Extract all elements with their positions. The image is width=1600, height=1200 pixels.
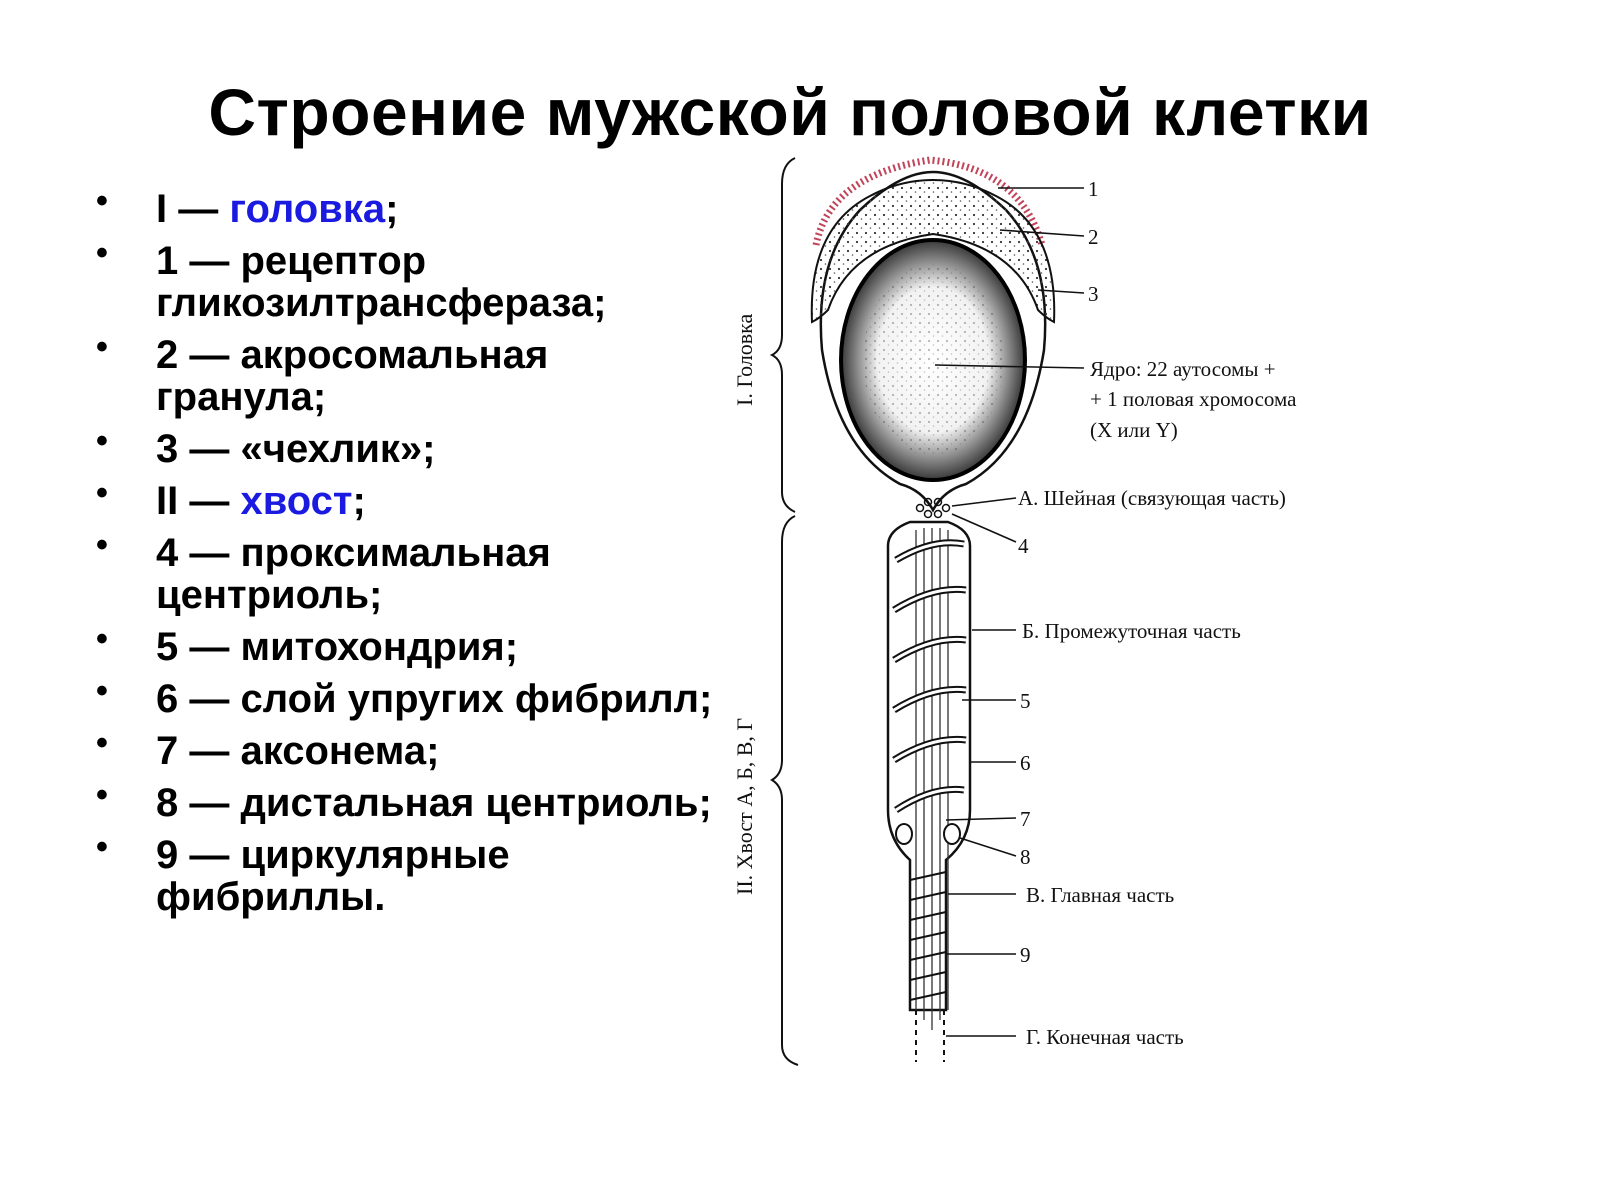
- item-text: 9 — циркулярные фибриллы.: [156, 833, 510, 919]
- label-9: 9: [1020, 943, 1031, 967]
- label-principal-piece: В. Главная часть: [1026, 883, 1174, 907]
- list-item: II — хвост;: [96, 472, 716, 523]
- label-middle-piece: Б. Промежуточная часть: [1022, 619, 1241, 643]
- label-5: 5: [1020, 689, 1031, 713]
- label-end-piece: Г. Конечная часть: [1026, 1025, 1184, 1049]
- head-brace: [769, 157, 796, 513]
- list-item: 5 — митохондрия;: [96, 618, 716, 669]
- label-8: 8: [1020, 845, 1031, 869]
- label-nucleus-line3: (X или Y): [1090, 418, 1178, 442]
- list-item: 1 — рецептор гликозилтрансфераза;: [96, 232, 716, 325]
- list-item: 7 — аксонема;: [96, 722, 716, 773]
- side-label-head: I. Головка: [732, 313, 757, 406]
- middle-piece: [886, 520, 972, 1012]
- circular-fibrils: [909, 871, 947, 1001]
- item-suffix: ;: [385, 187, 399, 231]
- label-1: 1: [1088, 177, 1099, 201]
- tail-brace: [770, 515, 799, 1066]
- distal-centriole-left: [895, 823, 913, 845]
- list-item: 4 — проксимальная центриоль;: [96, 524, 716, 617]
- item-text: 5 — митохондрия;: [156, 625, 519, 669]
- label-3: 3: [1088, 282, 1099, 306]
- label-nucleus-line2: + 1 половая хромосома: [1090, 387, 1297, 411]
- list-item: 2 — акросомальная гранула;: [96, 326, 716, 419]
- list-item: 6 — слой упругих фибрилл;: [96, 670, 716, 721]
- acrosome: [810, 178, 1056, 324]
- list-item: 9 — циркулярные фибриллы.: [96, 826, 716, 919]
- distal-centriole-right: [943, 823, 961, 845]
- sperm-cell-diagram: I. Головка II. Хвост А, Б, В, Г: [732, 156, 1297, 1066]
- side-label-tail: II. Хвост А, Б, В, Г: [732, 718, 757, 895]
- legend-list: I — головка; 1 — рецептор гликозилтрансф…: [96, 180, 716, 928]
- item-text: 6 — слой упругих фибрилл;: [156, 677, 713, 721]
- item-text: 8 — дистальная центриоль;: [156, 781, 712, 825]
- item-text: I —: [156, 187, 230, 231]
- label-7: 7: [1020, 807, 1031, 831]
- item-text: 4 — проксимальная центриоль;: [156, 531, 551, 617]
- list-item: 8 — дистальная центриоль;: [96, 774, 716, 825]
- item-highlight: головка: [229, 187, 386, 231]
- label-2: 2: [1088, 225, 1099, 249]
- label-nucleus-line1: Ядро: 22 аутосомы +: [1090, 357, 1276, 381]
- item-text: 2 — акросомальная гранула;: [156, 333, 549, 419]
- item-text: II —: [156, 479, 241, 523]
- label-6: 6: [1020, 751, 1031, 775]
- item-text: 3 — «чехлик»;: [156, 427, 436, 471]
- item-highlight: хвост: [240, 479, 353, 523]
- list-item: 3 — «чехлик»;: [96, 420, 716, 471]
- receptor-fringe: [812, 156, 1046, 246]
- axoneme: [915, 528, 949, 1030]
- item-text: 1 — рецептор гликозилтрансфераза;: [156, 239, 607, 325]
- label-neck: А. Шейная (связующая часть): [1018, 486, 1286, 510]
- label-4: 4: [1018, 534, 1029, 558]
- proximal-centriole: [915, 497, 951, 519]
- page-title: Строение мужской половой клетки: [208, 75, 1372, 149]
- item-suffix: ;: [352, 479, 366, 523]
- list-item: I — головка;: [96, 180, 716, 231]
- item-text: 7 — аксонема;: [156, 729, 440, 773]
